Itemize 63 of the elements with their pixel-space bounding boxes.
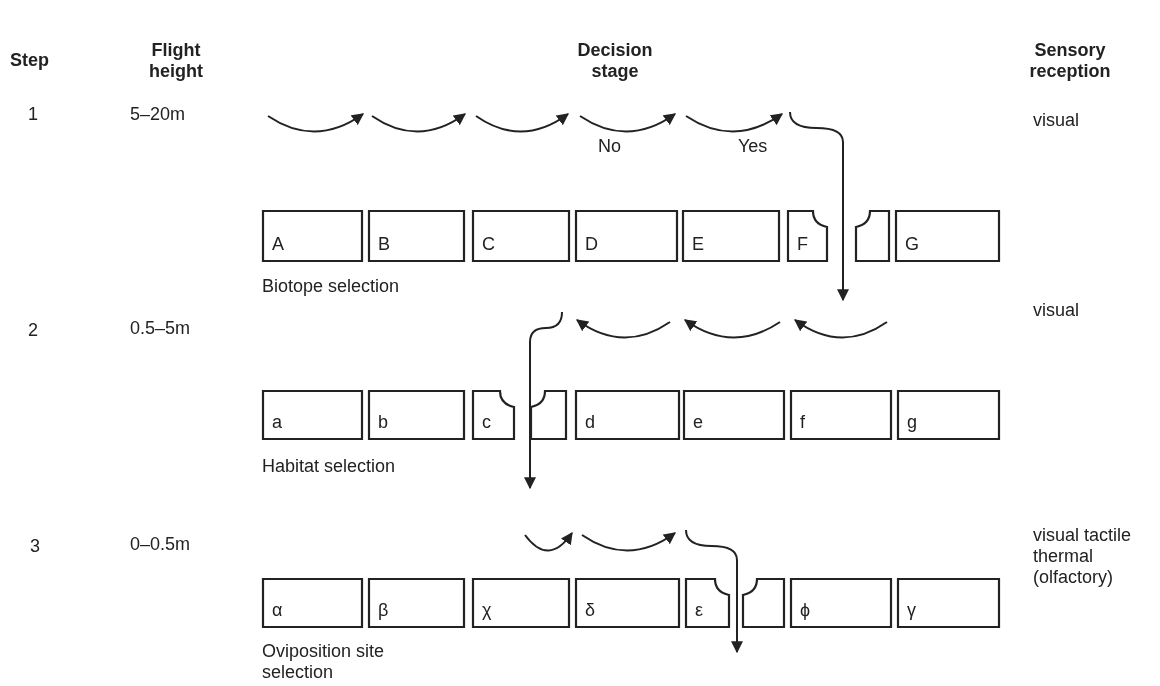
box-letter: F	[797, 234, 808, 254]
sensory-mode: visual	[1033, 110, 1081, 131]
option-box	[575, 578, 680, 628]
stage-caption: Biotope selection	[262, 276, 401, 297]
column-header: Step	[10, 50, 50, 71]
option-box	[897, 578, 1000, 628]
box-fragment	[530, 390, 567, 440]
box-letter: G	[905, 234, 919, 254]
box-letter: c	[482, 412, 491, 432]
column-header: Flight height	[148, 40, 204, 82]
option-box	[368, 578, 465, 628]
step-number: 1	[28, 104, 39, 125]
sensory-mode: visual	[1033, 300, 1081, 321]
option-box	[683, 390, 785, 440]
step-number: 3	[30, 536, 41, 557]
box-letter: α	[272, 600, 283, 620]
option-box	[575, 210, 678, 262]
box-letter: ε	[695, 600, 704, 620]
option-box	[685, 578, 730, 628]
option-box	[262, 578, 363, 628]
flight-height: 5–20m	[130, 104, 187, 125]
option-box	[262, 390, 363, 440]
stage-caption: Oviposition site selection	[262, 641, 386, 683]
option-box	[897, 390, 1000, 440]
decision-label: No	[598, 136, 622, 157]
box-letter: C	[482, 234, 495, 254]
box-fragment	[742, 578, 785, 628]
box-letter: γ	[907, 600, 916, 620]
option-box	[895, 210, 1000, 262]
box-letter: A	[272, 234, 284, 254]
option-box	[472, 210, 570, 262]
option-box	[472, 578, 570, 628]
sensory-mode: visual tactile thermal (olfactory)	[1033, 525, 1133, 588]
box-letter: d	[585, 412, 595, 432]
box-fragment	[855, 210, 890, 262]
option-box	[472, 390, 515, 440]
option-box	[790, 390, 892, 440]
column-header: Decision stage	[576, 40, 654, 82]
box-letter: β	[378, 600, 389, 620]
option-box	[368, 210, 465, 262]
option-box	[790, 578, 892, 628]
stage-caption: Habitat selection	[262, 456, 397, 477]
decision-label: Yes	[738, 136, 769, 157]
box-letter: ϕ	[800, 600, 811, 620]
box-letter: a	[272, 412, 282, 432]
box-letter: χ	[482, 600, 492, 620]
box-letter: b	[378, 412, 388, 432]
option-box	[262, 210, 363, 262]
option-box	[368, 390, 465, 440]
box-letter: e	[693, 412, 703, 432]
column-header: Sensory reception	[1028, 40, 1112, 82]
flight-height: 0.5–5m	[130, 318, 192, 339]
box-letter: f	[800, 412, 805, 432]
box-letter: B	[378, 234, 390, 254]
box-letter: E	[692, 234, 704, 254]
box-letter: δ	[585, 600, 596, 620]
box-letter: g	[907, 412, 917, 432]
option-box	[682, 210, 780, 262]
flight-height: 0–0.5m	[130, 534, 192, 555]
box-letter: D	[585, 234, 598, 254]
option-box	[787, 210, 828, 262]
option-box	[575, 390, 680, 440]
step-number: 2	[28, 320, 39, 341]
